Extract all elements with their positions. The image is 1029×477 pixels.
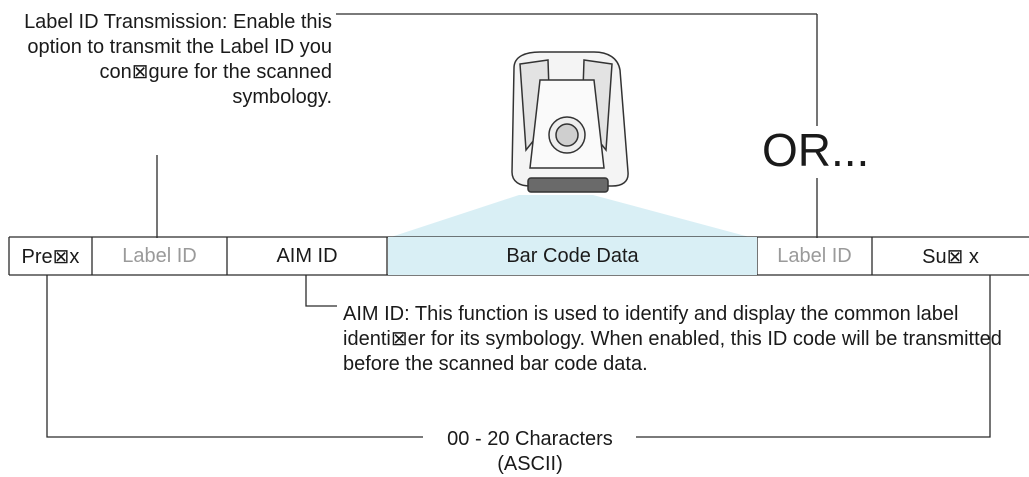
- data-format-diagram: Label ID Transmission: Enable this optio…: [8, 11, 1029, 477]
- or-text: OR...: [762, 124, 870, 176]
- field-prefix: Pre⊠x: [21, 245, 80, 268]
- aim-id-callout: AIM ID: This function is used to identif…: [343, 303, 1002, 375]
- label-id-callout: Label ID Transmission: Enable this optio…: [24, 11, 332, 108]
- field-aim-id: AIM ID: [276, 244, 338, 267]
- length-bracket-right: [636, 275, 991, 438]
- field-bar-code-data: Bar Code Data: [388, 237, 757, 275]
- length-caption: 00 - 20 Characters (ASCII): [430, 427, 630, 477]
- barcode-scanner-icon: [511, 51, 629, 193]
- scan-beam: [388, 195, 753, 238]
- aim-id-leader: [305, 275, 337, 307]
- field-suffix: Su⊠ x: [922, 245, 979, 268]
- connector-graphics: [8, 13, 1029, 438]
- field-row: Pre⊠x Label ID AIM ID Bar Code Data Labe…: [9, 237, 1029, 275]
- length-bracket-left: [46, 275, 423, 438]
- field-label-id-trailing: Label ID: [777, 244, 852, 267]
- field-label-id-leading: Label ID: [122, 244, 197, 267]
